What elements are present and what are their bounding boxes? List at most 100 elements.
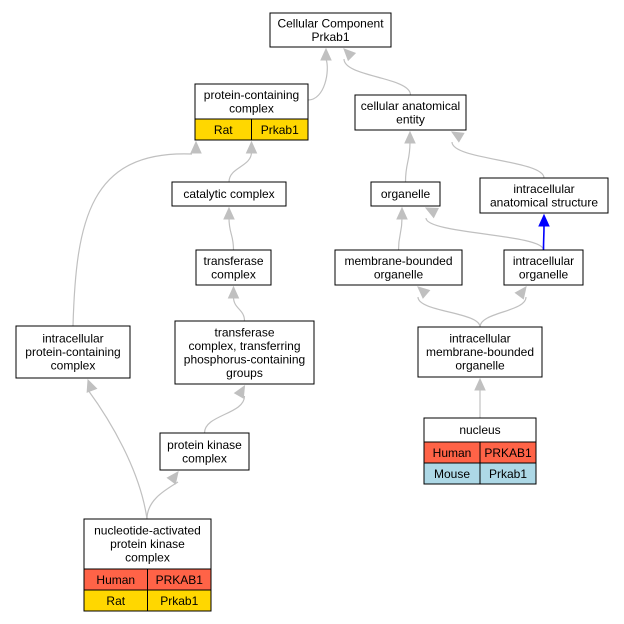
graph-arrowhead	[538, 213, 550, 227]
node-box	[159, 432, 250, 471]
node-catalytic-complex[interactable]: catalytic complex	[171, 181, 287, 207]
graph-edge	[228, 217, 235, 251]
node-label: complex	[229, 101, 274, 115]
graph-edge	[343, 58, 412, 96]
graph-edge	[404, 141, 411, 183]
node-label: organelle	[381, 187, 431, 201]
node-label: complex	[182, 451, 227, 465]
node-box	[503, 249, 584, 286]
graph-arrowhead	[474, 377, 486, 391]
graph-arrowhead	[245, 140, 258, 154]
node-label: complex	[51, 359, 96, 373]
gene-label: Prkab1	[261, 123, 299, 137]
graph-edge	[451, 141, 545, 179]
gene-label: Prkab1	[160, 594, 198, 608]
node-box	[269, 12, 392, 48]
node-label: protein kinase	[110, 537, 185, 551]
species-label: Human	[433, 446, 472, 460]
node-box	[171, 181, 287, 207]
graph-arrowhead	[233, 384, 246, 399]
node-label: transferase	[214, 325, 274, 339]
node-label: complex, transferring	[188, 339, 300, 353]
graph-edge	[542, 224, 545, 251]
species-label: Rat	[106, 594, 125, 608]
graph-arrowhead	[320, 47, 332, 61]
graph-edge	[307, 58, 328, 101]
node-label: protein-containing	[204, 88, 299, 102]
graph-edge	[479, 296, 527, 328]
node-label: Prkab1	[311, 30, 349, 44]
graph-edge	[203, 395, 246, 434]
gene-cell	[479, 462, 537, 485]
species-label: Human	[96, 573, 135, 587]
node-label: phosphorus-containing	[184, 352, 305, 366]
node-organelle[interactable]: organelle	[370, 181, 441, 207]
node-label: anatomical structure	[490, 195, 598, 209]
node-label: protein-containing	[25, 345, 120, 359]
graph-arrowhead	[223, 206, 235, 220]
graph-arrowhead	[343, 48, 357, 62]
node-label: nucleotide-activated	[94, 524, 201, 538]
graph-edge	[146, 481, 179, 520]
gene-cell	[147, 589, 212, 612]
node-box	[195, 249, 272, 286]
species-label: Mouse	[434, 467, 470, 481]
gene-label: PRKAB1	[484, 446, 532, 460]
graph-arrowhead	[417, 286, 431, 299]
node-label: organelle	[455, 359, 505, 373]
graph-arrowhead	[166, 471, 179, 485]
gene-label: PRKAB1	[156, 573, 204, 587]
graph-arrowhead	[86, 378, 98, 393]
node-label: complex	[125, 551, 170, 565]
graph-arrowhead	[396, 206, 408, 220]
graph-arrowhead	[424, 207, 439, 219]
graph-edge	[417, 296, 481, 328]
node-box	[194, 83, 309, 120]
node-label: intracellular	[513, 254, 574, 268]
node-box	[83, 518, 212, 570]
node-label: organelle	[374, 267, 424, 281]
node-box	[334, 249, 463, 286]
node-label: protein kinase	[167, 438, 242, 452]
node-box	[370, 181, 441, 207]
node-label: cellular anatomical	[361, 99, 460, 113]
graph-edge	[425, 217, 545, 251]
graph-edge	[87, 389, 148, 520]
graph-arrowhead	[450, 131, 465, 143]
node-label: transferase	[203, 254, 263, 268]
node-label: organelle	[519, 267, 569, 281]
node-box	[174, 320, 315, 385]
node-label: entity	[396, 112, 425, 126]
node-box	[15, 325, 131, 379]
species-label: Rat	[214, 123, 233, 137]
node-label: groups	[226, 366, 263, 380]
node-label: intracellular	[42, 332, 103, 346]
graph-arrowhead	[227, 285, 240, 299]
graph-arrowhead	[404, 130, 416, 144]
node-label: nucleus	[459, 423, 500, 437]
graph-arrowhead	[514, 286, 527, 300]
graph-edge	[232, 296, 246, 322]
node-box	[423, 417, 537, 443]
graph-arrowhead	[190, 140, 202, 154]
node-label: Cellular Component	[277, 16, 384, 30]
node-label: catalytic complex	[183, 187, 274, 201]
node-label: membrane-bounded	[426, 345, 534, 359]
node-label: intracellular	[513, 182, 574, 196]
graph-edge	[72, 153, 193, 327]
